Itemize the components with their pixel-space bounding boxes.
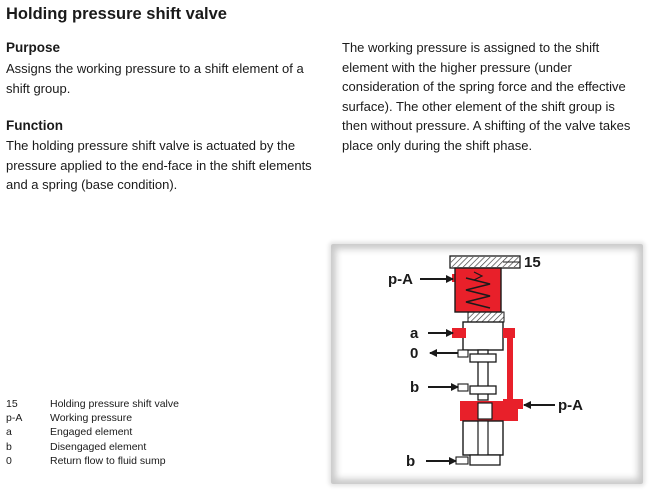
legend-item: p-A Working pressure	[6, 411, 179, 425]
legend-label: Working pressure	[50, 412, 133, 425]
label-b-mid: b	[410, 379, 419, 396]
function-text: The holding pressure shift valve is actu…	[6, 138, 312, 192]
spring-icon	[465, 277, 491, 309]
valve-base	[469, 454, 501, 466]
valve-body-upper	[462, 321, 504, 351]
label-b-bottom: b	[406, 453, 415, 470]
legend-key: a	[6, 426, 12, 439]
purpose-heading: Purpose	[6, 40, 61, 55]
legend-key: 0	[6, 454, 12, 467]
description-text: The working pressure is assigned to the …	[342, 40, 631, 153]
legend-item: 15 Holding pressure shift valve	[6, 397, 179, 411]
label-pA-right: p-A	[558, 397, 583, 414]
legend-label: Holding pressure shift valve	[50, 398, 179, 410]
legend-item: 0 Return flow to fluid sump	[6, 454, 179, 468]
pressure-line	[507, 333, 520, 405]
legend-item: a Engaged element	[6, 425, 179, 439]
legend-key: 15	[6, 398, 18, 410]
label-0: 0	[410, 345, 418, 362]
port-0-stub	[457, 349, 469, 358]
legend-key: p-A	[6, 412, 23, 425]
legend-label: Return flow to fluid sump	[50, 454, 166, 467]
port-b-stub	[457, 383, 469, 392]
page-title: Holding pressure shift valve	[6, 5, 227, 23]
spool-collar-upper	[469, 353, 497, 363]
spool-stem	[477, 349, 489, 401]
legend: 15 Holding pressure shift valve p-A Work…	[6, 397, 179, 468]
legend-key: b	[6, 440, 12, 453]
spool-stem-lower	[477, 420, 489, 456]
label-15: 15	[524, 254, 541, 271]
purpose-text: Assigns the working pressure to a shift …	[6, 61, 304, 96]
spool-collar-mid	[469, 385, 497, 395]
cap-hatch	[451, 257, 519, 267]
lower-spool-land	[477, 402, 493, 420]
spool-wall-hatch	[467, 311, 505, 323]
label-pA-top: p-A	[388, 271, 413, 288]
spring-icon-2	[473, 271, 484, 281]
legend-item: b Disengaged element	[6, 440, 179, 454]
legend-label: Engaged element	[50, 426, 133, 439]
legend-label: Disengaged element	[50, 440, 147, 453]
port-b-bottom-stub	[455, 456, 469, 465]
function-heading: Function	[6, 118, 63, 133]
spring-pressure-chamber	[452, 268, 501, 312]
label-a: a	[410, 325, 419, 342]
